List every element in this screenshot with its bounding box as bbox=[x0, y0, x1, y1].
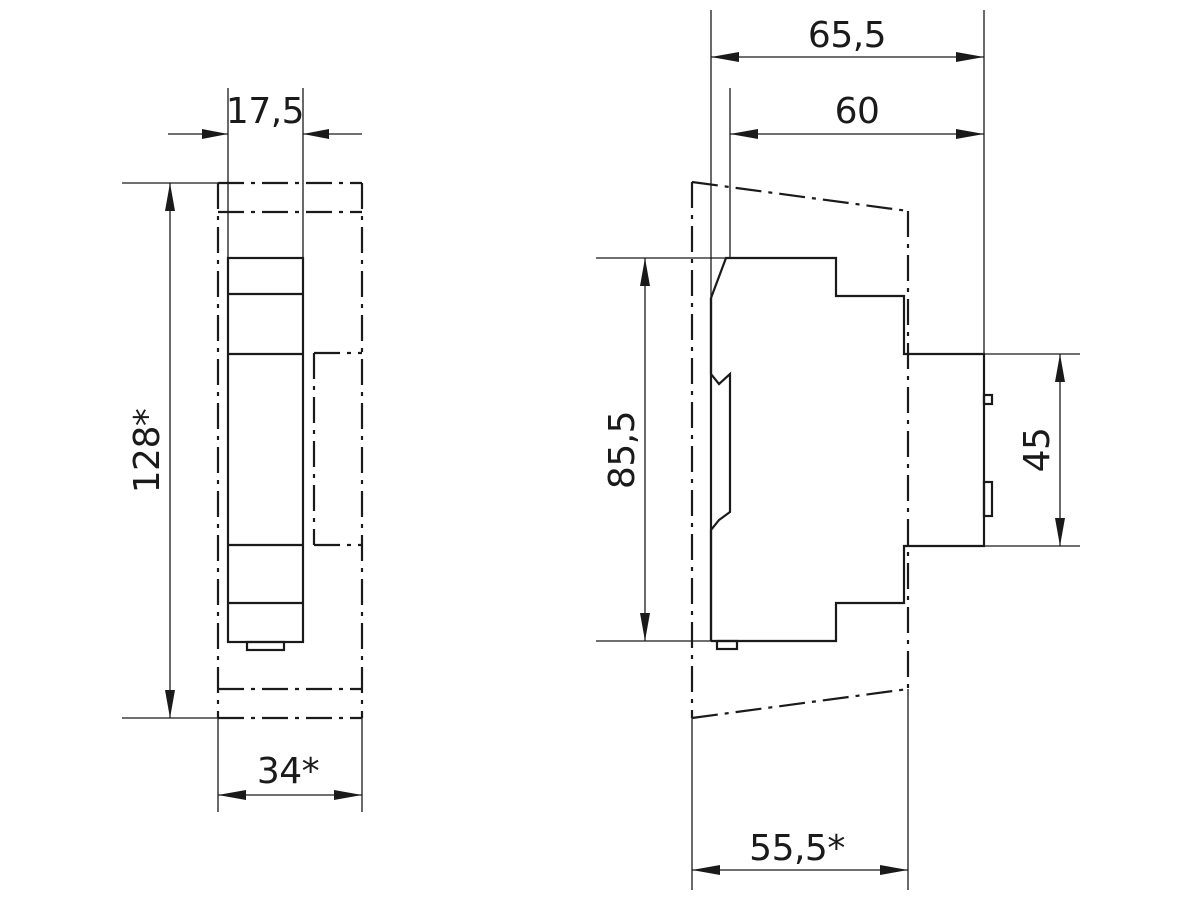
dimension-label-total-depth: 34* bbox=[257, 751, 319, 792]
dimension-body-height: 85,5 bbox=[596, 257, 726, 642]
side-view-device-body bbox=[709, 256, 994, 651]
dimension-label-front-height: 45 bbox=[1017, 428, 1058, 473]
front-view-clearance-envelope bbox=[216, 181, 364, 720]
dimension-label-mount-depth: 55,5* bbox=[749, 828, 845, 869]
dimension-label-body-height: 85,5 bbox=[602, 411, 643, 489]
dimension-total-depth: 34* bbox=[217, 718, 363, 812]
dimension-front-height: 45 bbox=[984, 353, 1080, 547]
dimension-mount-depth: 55,5* bbox=[691, 689, 909, 890]
dimension-label-total-height: 128* bbox=[127, 409, 168, 494]
front-view: 17,5 128* 34* bbox=[122, 88, 364, 812]
dimension-label-module-width: 17,5 bbox=[226, 91, 304, 132]
dimension-overall-depth: 65,5 bbox=[710, 10, 985, 354]
side-view-clearance-envelope bbox=[690, 180, 910, 720]
front-view-device-body bbox=[226, 256, 305, 652]
dimension-label-body-depth: 60 bbox=[835, 91, 880, 132]
dimension-module-width: 17,5 bbox=[168, 88, 362, 258]
side-view: 65,5 60 85,5 45 bbox=[596, 10, 1080, 890]
dimension-label-overall-depth: 65,5 bbox=[808, 15, 886, 56]
dimension-total-height: 128* bbox=[122, 182, 218, 719]
dimension-body-depth: 60 bbox=[729, 88, 984, 258]
